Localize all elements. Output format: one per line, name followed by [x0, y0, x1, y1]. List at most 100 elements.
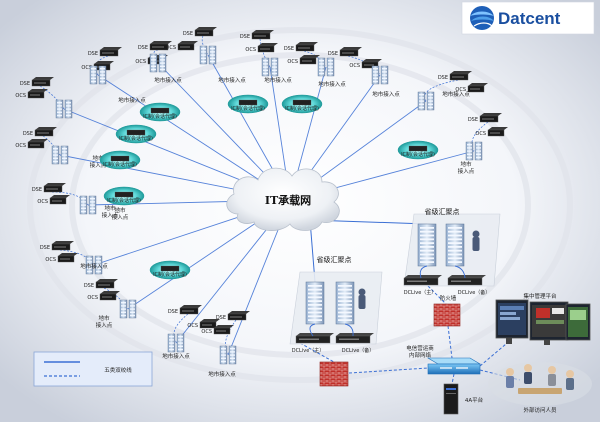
ocs-label: OCS — [201, 329, 212, 335]
dclive-device — [335, 333, 374, 344]
ic-agent-device: IC制(会话代理) — [397, 140, 439, 160]
city-access-label: 地市接入点 — [208, 370, 236, 378]
city-access-node: DSE OCS 地市接入点 — [167, 305, 236, 378]
ocs-device — [99, 291, 120, 301]
ocs-label: OCS — [87, 295, 98, 301]
telecom-net-label-2: 内部网络 — [409, 351, 432, 359]
central-mgmt-screens — [495, 299, 591, 345]
ocs-label: OCS — [15, 93, 26, 99]
city-server-rack — [85, 255, 103, 275]
ic-agent-device: IC制(会话代理) — [99, 150, 141, 170]
city-access-label-2: 接入点 — [102, 211, 119, 219]
dclive-device — [403, 275, 442, 286]
city-server-rack — [149, 53, 167, 73]
firewall-label: 防火墙 — [440, 294, 457, 302]
cloud-label: IT承载网 — [265, 193, 311, 207]
ocs-label: OCS — [287, 59, 298, 65]
ocs-device — [467, 83, 488, 93]
ocs-label: OCS — [455, 87, 466, 93]
city-server-rack — [119, 299, 137, 319]
ocs-device — [213, 325, 234, 335]
dse-label: DSE — [284, 46, 294, 52]
city-server-rack — [219, 345, 237, 365]
city-server-rack — [89, 65, 107, 85]
hub-server — [305, 281, 325, 325]
firewall-hub-2 — [319, 361, 349, 387]
city-access-label-1: 地市 — [114, 206, 126, 214]
ic-agent-label: IC制(会话代理) — [285, 105, 319, 112]
ocs-device — [49, 195, 70, 205]
ocs-label: OCS — [135, 59, 146, 65]
dse-device — [95, 279, 118, 289]
city-server-rack — [317, 57, 335, 77]
dse-label: DSE — [168, 309, 178, 315]
city-access-label: 地市接入点 — [218, 76, 246, 84]
datcent-logo: Datcent — [461, 1, 595, 35]
city-server-rack — [261, 57, 279, 77]
backdrop-arcs — [27, 27, 573, 383]
dse-device — [34, 127, 57, 137]
ocs-device — [57, 253, 78, 263]
ocs-label: OCS — [45, 257, 56, 263]
ocs-device — [27, 139, 48, 149]
ocs-label: OCS — [165, 45, 176, 51]
city-access-label-2: 接入点 — [112, 213, 129, 221]
ic-agent-label: IC制(会话代理) — [107, 197, 141, 204]
ic-agent-label: IC制(会话代理) — [119, 135, 153, 142]
city-access-nodes: DSEOCS地市接入点DSEOCS地市接入点DSEOCS地市接入点DSEOCS地… — [15, 27, 508, 378]
legend: 五类双绞线 — [33, 351, 153, 387]
ic-agent-device: IC制(会话代理) — [115, 124, 157, 144]
dse-device — [99, 47, 122, 57]
operator-icon — [472, 230, 480, 238]
hub-server — [335, 281, 355, 325]
dse-device — [31, 77, 54, 87]
ocs-label: OCS — [81, 65, 92, 71]
backdrop-arc-0 — [27, 27, 573, 383]
dse-label: DSE — [240, 34, 250, 40]
dse-label: DSE — [138, 45, 148, 51]
dashed-link — [39, 85, 65, 110]
city-access-label-1: 地市 — [98, 314, 110, 322]
provincial-hub-label: 省级汇聚点 — [425, 207, 460, 216]
city-access-label-1: 地市 — [104, 204, 116, 212]
city-access-label-2: 接入点 — [90, 161, 107, 169]
dse-label: DSE — [23, 131, 33, 137]
city-access-label: 地市接入点 — [80, 262, 108, 270]
platform-4a-label: 4A平台 — [465, 396, 484, 404]
ic-agent-label: IC制(会话代理) — [153, 271, 187, 278]
city-server-rack — [79, 195, 97, 215]
dashed-link — [259, 38, 271, 68]
backdrop-arc-1 — [69, 52, 531, 358]
city-server-rack — [199, 45, 217, 65]
ocs-label: OCS — [187, 323, 198, 329]
telecom-net-label-1: 电信营运商 — [406, 344, 434, 352]
city-server-rack — [371, 65, 389, 85]
hub-server — [445, 223, 465, 267]
external-users-label: 外部访问人员 — [523, 406, 557, 414]
dse-device — [149, 41, 172, 51]
ocs-label: OCS — [15, 143, 26, 149]
dse-label: DSE — [438, 75, 448, 81]
city-access-label-2: 接入点 — [458, 167, 475, 175]
city-server-rack — [465, 141, 483, 161]
it-carrier-network-cloud: IT承载网 — [226, 167, 340, 231]
city-access-label-2: 接入点 — [96, 321, 113, 329]
city-access-label: 地市接入点 — [442, 90, 470, 98]
dse-label: DSE — [183, 31, 193, 37]
dashed-link — [424, 79, 459, 102]
central-mgmt-label: 集中管理平台 — [523, 292, 557, 300]
city-access-label: 地市接入点 — [264, 76, 292, 84]
ocs-label: OCS — [349, 63, 360, 69]
ocs-device — [257, 43, 278, 53]
